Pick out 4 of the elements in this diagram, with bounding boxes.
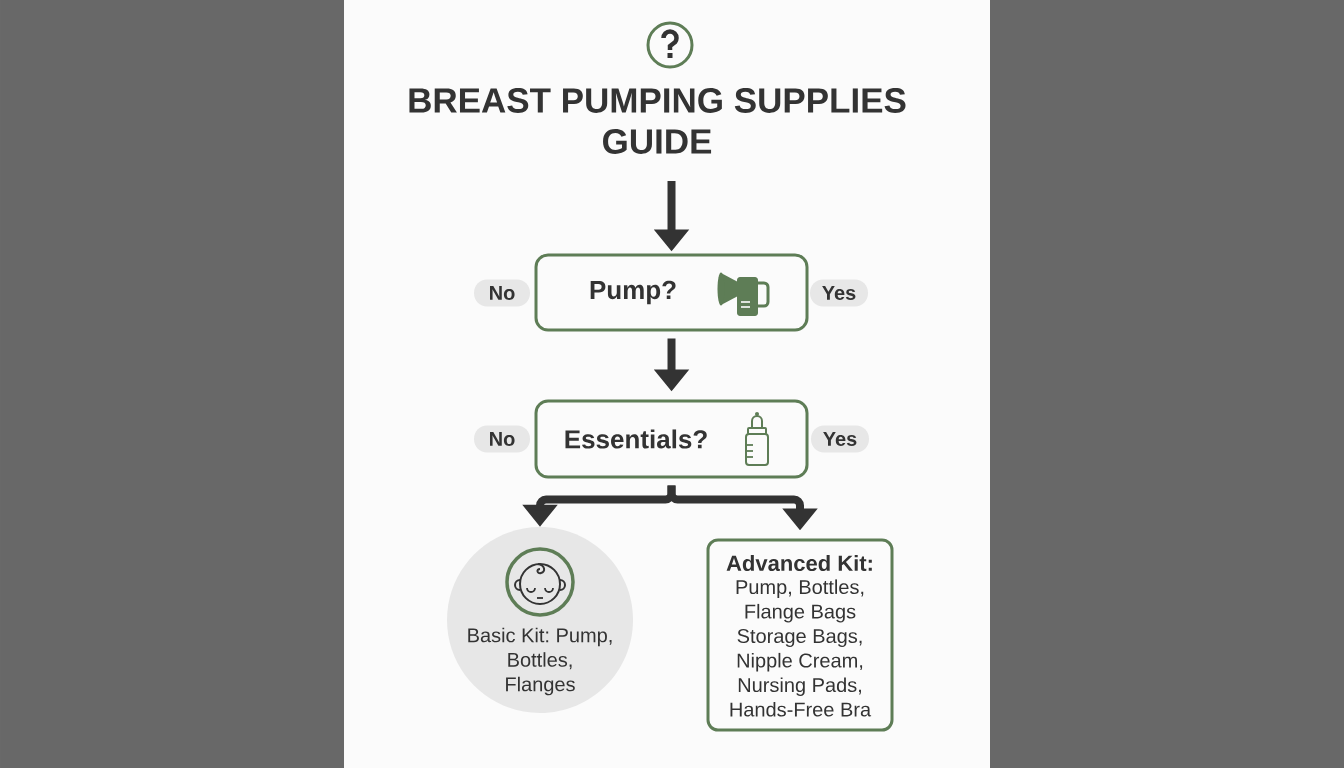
title: BREAST PUMPING SUPPLIES GUIDE: [409, 88, 906, 154]
decision-box: Essentials?: [534, 399, 809, 479]
result-box: Advanced Kit: Pump, Bottles, Flange Bags Storage Bags, Nipple Cream, Nursing Pads, Hands-Free Bra: [706, 538, 894, 732]
decision-box: Pump?: [534, 253, 809, 332]
